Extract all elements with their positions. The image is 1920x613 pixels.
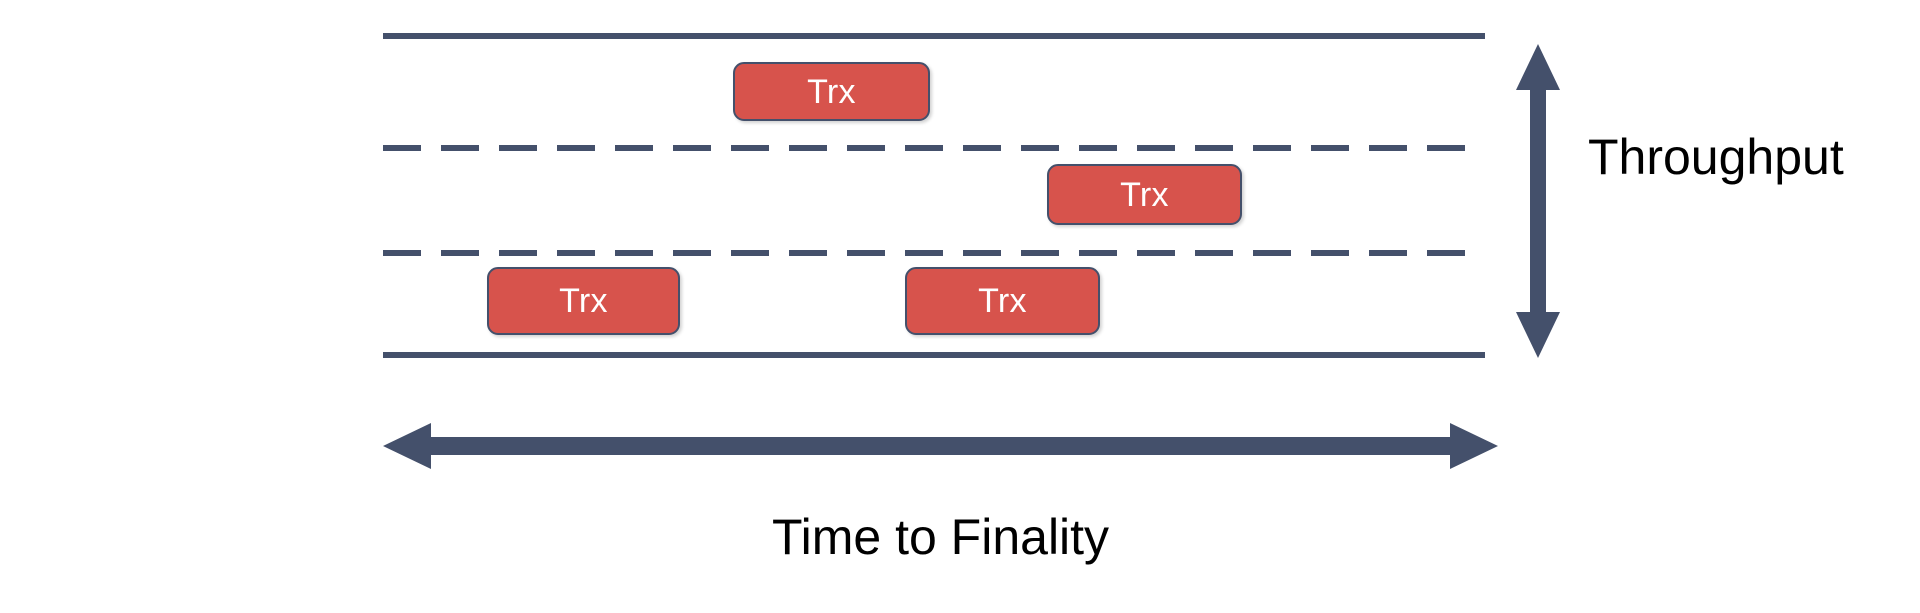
throughput-double-arrow-icon [1516,44,1560,358]
transaction-label: Trx [978,282,1027,320]
transaction-label: Trx [1120,175,1169,214]
time-to-finality-double-arrow-icon [383,423,1498,469]
time-to-finality-axis-label: Time to Finality [771,509,1110,565]
channel-bottom-boundary-line [383,352,1485,358]
transaction-box: Trx [487,267,680,335]
lane-divider-line-1 [383,145,1485,151]
transaction-box: Trx [733,62,930,121]
transaction-label: Trx [559,282,608,320]
transaction-box: Trx [905,267,1100,335]
transaction-box: Trx [1047,164,1242,225]
lane-divider-line-2 [383,250,1485,256]
channel-top-boundary-line [383,33,1485,39]
transaction-label: Trx [807,72,856,111]
throughput-axis-label: Throughput [1588,129,1844,185]
